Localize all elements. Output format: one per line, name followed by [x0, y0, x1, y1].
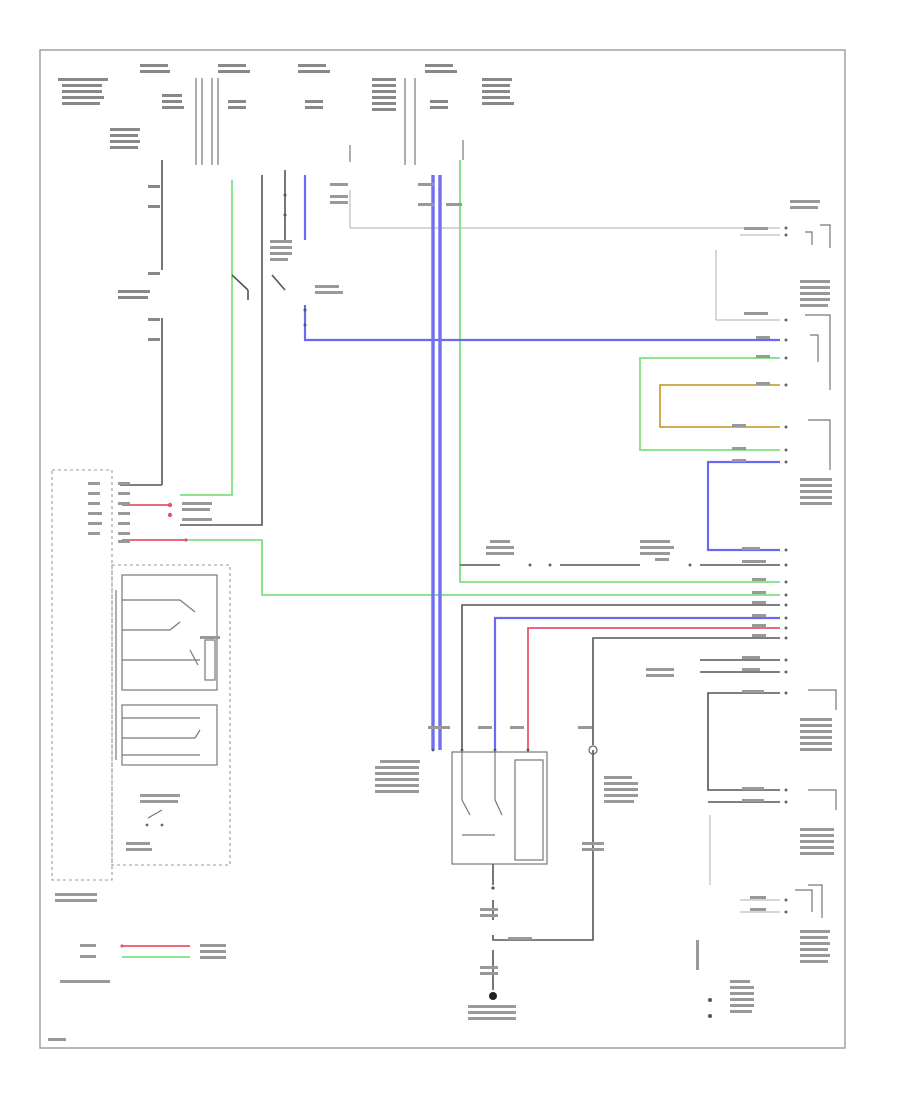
bottom-right-ground — [708, 998, 712, 1018]
diagram-frame — [39, 49, 846, 1049]
central-switch-block — [375, 726, 604, 1020]
right-connectors — [795, 224, 837, 918]
left-gray-wire — [118, 160, 163, 486]
right-pin-dots — [528, 226, 788, 914]
top-label-blocks — [58, 64, 514, 149]
mid-top-components — [270, 183, 462, 327]
pink-wires — [122, 504, 780, 947]
left-connector-dots — [120, 502, 188, 948]
right-gray-wires — [460, 234, 780, 913]
tan-wire — [659, 384, 780, 428]
center-gray-wires — [180, 170, 780, 526]
green-wires — [122, 160, 780, 958]
left-control-module — [51, 469, 231, 881]
blue-wires — [303, 175, 780, 750]
top-fuse-boxes — [195, 78, 464, 165]
right-pin-labels — [486, 200, 834, 1013]
left-pin-labels — [48, 482, 226, 1041]
